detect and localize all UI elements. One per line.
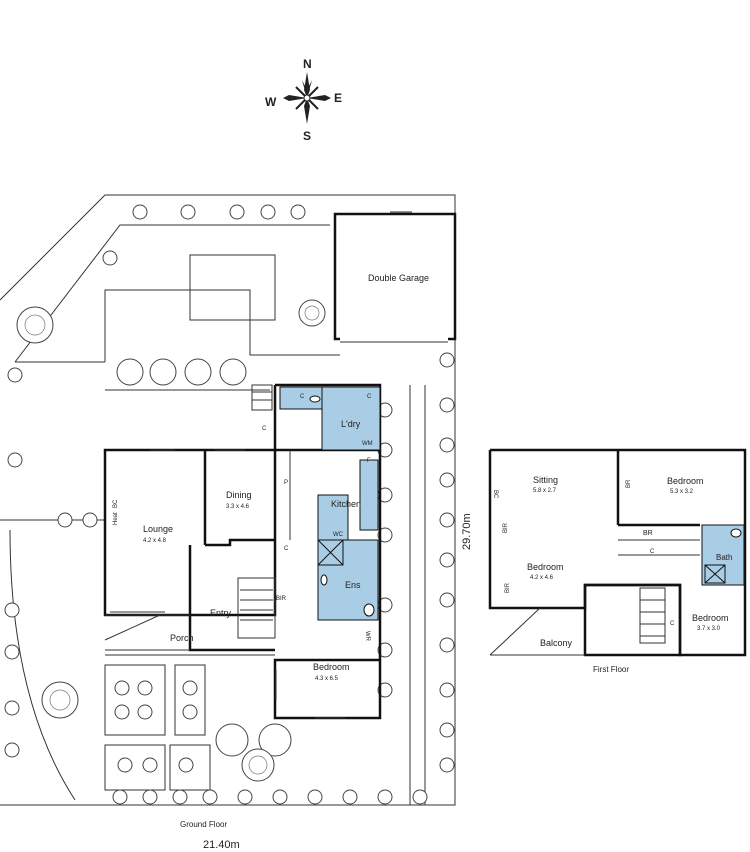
balcony-label: Balcony xyxy=(540,638,573,648)
pantry-label: P xyxy=(284,480,288,486)
cupboard-laundry-1: C xyxy=(300,394,305,400)
entry-label: Entry xyxy=(210,608,232,618)
bedroom-label: Bedroom xyxy=(313,662,350,672)
first-floor-walls xyxy=(488,448,747,657)
width-dimension: 21.40m xyxy=(203,839,240,851)
bedroom3-size: 3.7 x 3.0 xyxy=(697,626,721,632)
bedroom-size: 4.3 x 6.5 xyxy=(315,676,339,682)
c-linen-label: C xyxy=(650,549,655,555)
bedroom1-label: Bedroom xyxy=(667,476,704,486)
compass-rose: N S E W xyxy=(265,57,342,143)
first-floor-wet-areas xyxy=(701,524,745,586)
lounge-size: 4.2 x 4.8 xyxy=(143,538,167,544)
compass-w: W xyxy=(265,95,277,109)
site-boundary xyxy=(0,194,456,806)
porch-label: Porch xyxy=(170,633,194,643)
cupboard-laundry-2: C xyxy=(367,394,372,400)
bc-first-label: BC xyxy=(492,490,498,499)
bir-label: BIR xyxy=(276,596,287,602)
c-bedroom3-label: C xyxy=(670,621,675,627)
br-bedroom1-label: BR xyxy=(626,479,632,488)
sitting-label: Sitting xyxy=(533,475,558,485)
bedroom2-label: Bedroom xyxy=(527,562,564,572)
ensuite-label: Ens xyxy=(345,580,361,590)
br-label: BR xyxy=(643,530,653,537)
laundry-label: L'dry xyxy=(341,419,361,429)
heat-label: Heat xyxy=(113,512,119,525)
wm-label: WM xyxy=(362,441,373,447)
dining-size: 3.3 x 4.6 xyxy=(226,504,250,510)
dining-label: Dining xyxy=(226,490,252,500)
first-floor-title: First Floor xyxy=(593,665,629,674)
sitting-size: 5.8 x 2.7 xyxy=(533,488,557,494)
bir-first-label-2: BIR xyxy=(505,582,511,593)
wet-areas xyxy=(279,386,381,621)
bath-label: Bath xyxy=(716,553,732,562)
cupboard-hall: C xyxy=(284,546,289,552)
ground-floor-labels: L'dry WM Lounge 4.2 x 4.8 Dining 3.3 x 4… xyxy=(113,394,373,682)
depth-dimension: 29.70m xyxy=(461,513,473,550)
compass-n: N xyxy=(303,57,312,71)
kitchen-label: Kitchen xyxy=(331,499,361,509)
bedroom1-size: 5.3 x 3.2 xyxy=(670,489,694,495)
bedroom2-size: 4.2 x 4.6 xyxy=(530,575,554,581)
bedroom3-label: Bedroom xyxy=(692,613,729,623)
compass-e: E xyxy=(334,91,342,105)
garage-label: Double Garage xyxy=(368,273,429,283)
lounge-label: Lounge xyxy=(143,524,173,534)
bir-first-label: BIR xyxy=(503,522,509,533)
bc-label: BC xyxy=(113,499,119,508)
wc-label: WC xyxy=(333,532,344,538)
wr-label: WR xyxy=(364,631,370,642)
double-garage: Double Garage xyxy=(333,211,457,343)
compass-s: S xyxy=(303,129,311,143)
first-floor-labels: Sitting 5.8 x 2.7 Bedroom 5.3 x 3.2 Bedr… xyxy=(492,475,732,674)
fridge-label: F xyxy=(367,458,371,464)
ground-floor-title: Ground Floor xyxy=(180,820,227,829)
landscaping-trees xyxy=(4,204,455,805)
ground-floor-walls xyxy=(103,383,382,720)
cupboard-entry: C xyxy=(262,426,267,432)
